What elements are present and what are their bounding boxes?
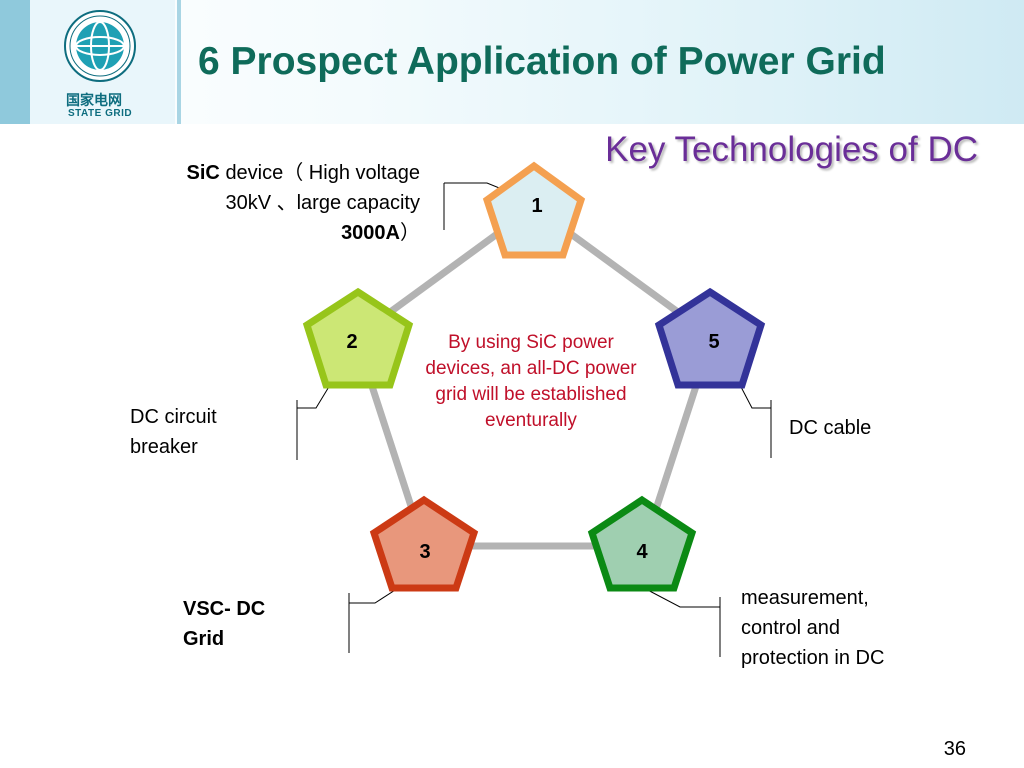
center-description: By using SiC power devices, an all-DC po… [425, 332, 637, 431]
node-5-label: DC cable [789, 413, 871, 443]
callout-line-5 [739, 384, 771, 409]
node-2-pentagon [302, 287, 414, 389]
node-1-number: 1 [531, 195, 542, 217]
state-grid-logo-icon [64, 10, 136, 82]
node-2-number: 2 [346, 331, 357, 353]
node-3-pentagon [369, 495, 479, 592]
logo-english-name: STATE GRID [68, 108, 133, 119]
node-2-label-line: DC circuit [130, 406, 217, 428]
node-5-label-line: DC cable [789, 417, 872, 439]
node-4-pentagon [587, 495, 697, 592]
node-3-label-line: Grid [183, 628, 225, 650]
node-4-label-line: control and [741, 617, 840, 639]
slide-title: 6 Prospect Application of Power Grid [198, 40, 886, 83]
node-4-label-line: measurement, [741, 587, 869, 609]
node-1-label: SiC device（ High voltage 30kV 、large cap… [160, 158, 420, 248]
logo-panel [30, 0, 175, 124]
logo-chinese-name: 国家电网 [66, 93, 122, 109]
header-divider [177, 0, 181, 124]
node-1-label-capacity: 3000A [341, 222, 400, 244]
node-2: 2 [302, 287, 414, 389]
callout-line-2 [297, 384, 331, 409]
node-5: 5 [654, 287, 766, 389]
node-4-number: 4 [636, 541, 648, 563]
header-left-stripe [0, 0, 30, 124]
node-5-number: 5 [708, 331, 719, 353]
node-3: 3 [369, 495, 479, 592]
node-2-label-line: breaker [130, 436, 198, 458]
node-1-pentagon [482, 161, 586, 259]
node-2-label: DC circuit breaker [130, 402, 217, 462]
node-3-label: VSC- DC Grid [183, 594, 265, 654]
slide-subtitle: Key Technologies of DC [605, 130, 978, 169]
callout-line-4 [641, 586, 720, 608]
node-3-label-line: VSC- DC [183, 598, 266, 620]
node-1-label-sic: SiC [186, 162, 220, 184]
node-4: 4 [587, 495, 697, 592]
node-4-label-line: protection in DC [741, 647, 885, 669]
node-5-pentagon [654, 287, 766, 389]
node-4-label: measurement, control and protection in D… [741, 583, 884, 673]
node-1: 1 [482, 161, 586, 259]
node-1-label-close: ） [400, 222, 420, 244]
node-3-number: 3 [419, 541, 430, 563]
node-1-label-body: device（ High voltage 30kV 、large capacit… [225, 162, 420, 214]
page-number: 36 [943, 738, 966, 760]
